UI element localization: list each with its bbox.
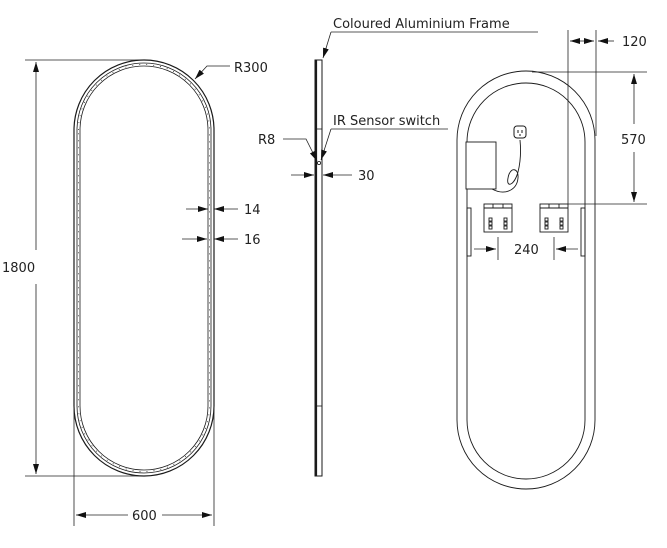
rear-view	[456, 70, 596, 490]
sensor-radius-label: R8	[258, 133, 275, 148]
bracket-spacing-dim-label: 240	[514, 243, 539, 258]
power-cable	[491, 139, 522, 193]
plug-icon	[513, 125, 527, 139]
driver-box	[465, 141, 497, 190]
height-dimension	[25, 59, 144, 477]
mirror-outline-inner	[79, 65, 209, 471]
frame-label: Coloured Aluminium Frame	[333, 17, 510, 32]
radius-dim-label: R300	[234, 61, 268, 76]
bracket-height-dim-label: 570	[621, 133, 646, 148]
led-strip-dots	[78, 64, 210, 472]
mounting-bracket-left	[483, 203, 513, 233]
radius-leader	[194, 65, 230, 80]
offset-dimension	[567, 30, 614, 204]
frame-outer-dim-label: 16	[244, 233, 261, 248]
sensor-radius-leader	[283, 138, 318, 162]
mirror-outline-mid	[76, 62, 212, 474]
rear-outline-outer	[456, 70, 596, 490]
front-view	[73, 59, 215, 477]
mounting-bracket-right	[539, 203, 569, 233]
offset-dim-label: 120	[622, 35, 647, 50]
width-dimension	[73, 406, 215, 526]
side-view	[314, 59, 323, 477]
width-dim-label: 600	[132, 509, 157, 524]
frame-label-leader	[322, 31, 538, 59]
mirror-outline-outer	[73, 59, 215, 477]
sensor-label: IR Sensor switch	[333, 114, 440, 129]
bracket-spacing-dimension	[474, 237, 578, 260]
depth-dim-label: 30	[358, 169, 375, 184]
frame-inner-dim-label: 14	[244, 203, 261, 218]
bracket-height-dimension	[532, 71, 647, 205]
rear-outline-inner	[466, 82, 586, 480]
sensor-label-leader	[320, 128, 448, 161]
height-dim-label: 1800	[2, 261, 35, 276]
